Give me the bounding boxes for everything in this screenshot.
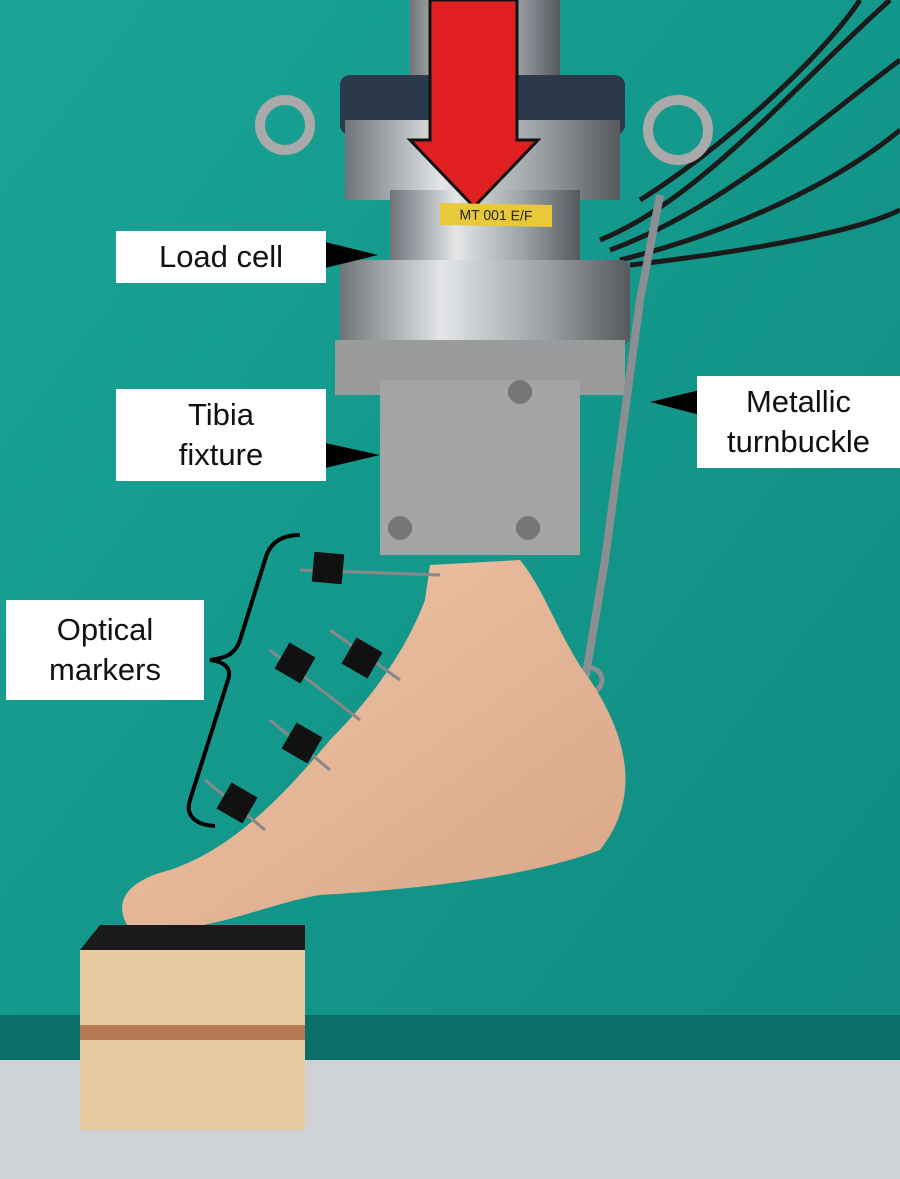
label-load-cell: Load cell: [116, 231, 326, 283]
label-metallic-turnbuckle: Metallic turnbuckle: [697, 376, 900, 468]
label-tibia-fixture-line2: fixture: [178, 437, 264, 472]
wood-block: [80, 925, 305, 1130]
tibia-fixture: [335, 340, 625, 555]
curly-bracket: [186, 533, 301, 828]
label-load-cell-text: Load cell: [158, 239, 284, 274]
turnbuckle-pointer: [650, 390, 700, 415]
label-tibia-fixture-line1: Tibia: [187, 397, 255, 432]
load-cell-pointer: [325, 242, 378, 268]
label-optical-markers-line1: Optical: [56, 612, 154, 647]
label-optical-markers: Optical markers: [6, 600, 204, 700]
label-optical-markers-line2: markers: [49, 652, 161, 687]
optical-markers: [204, 551, 441, 832]
device-tag: MT 001 E/F: [440, 203, 552, 227]
label-turnbuckle-line2: turnbuckle: [726, 424, 871, 459]
label-tibia-fixture: Tibia fixture: [116, 389, 326, 481]
tibia-fixture-pointer: [325, 443, 380, 468]
foot: [122, 560, 626, 931]
label-turnbuckle-line1: Metallic: [745, 384, 852, 419]
load-direction-arrow: [406, 0, 542, 210]
